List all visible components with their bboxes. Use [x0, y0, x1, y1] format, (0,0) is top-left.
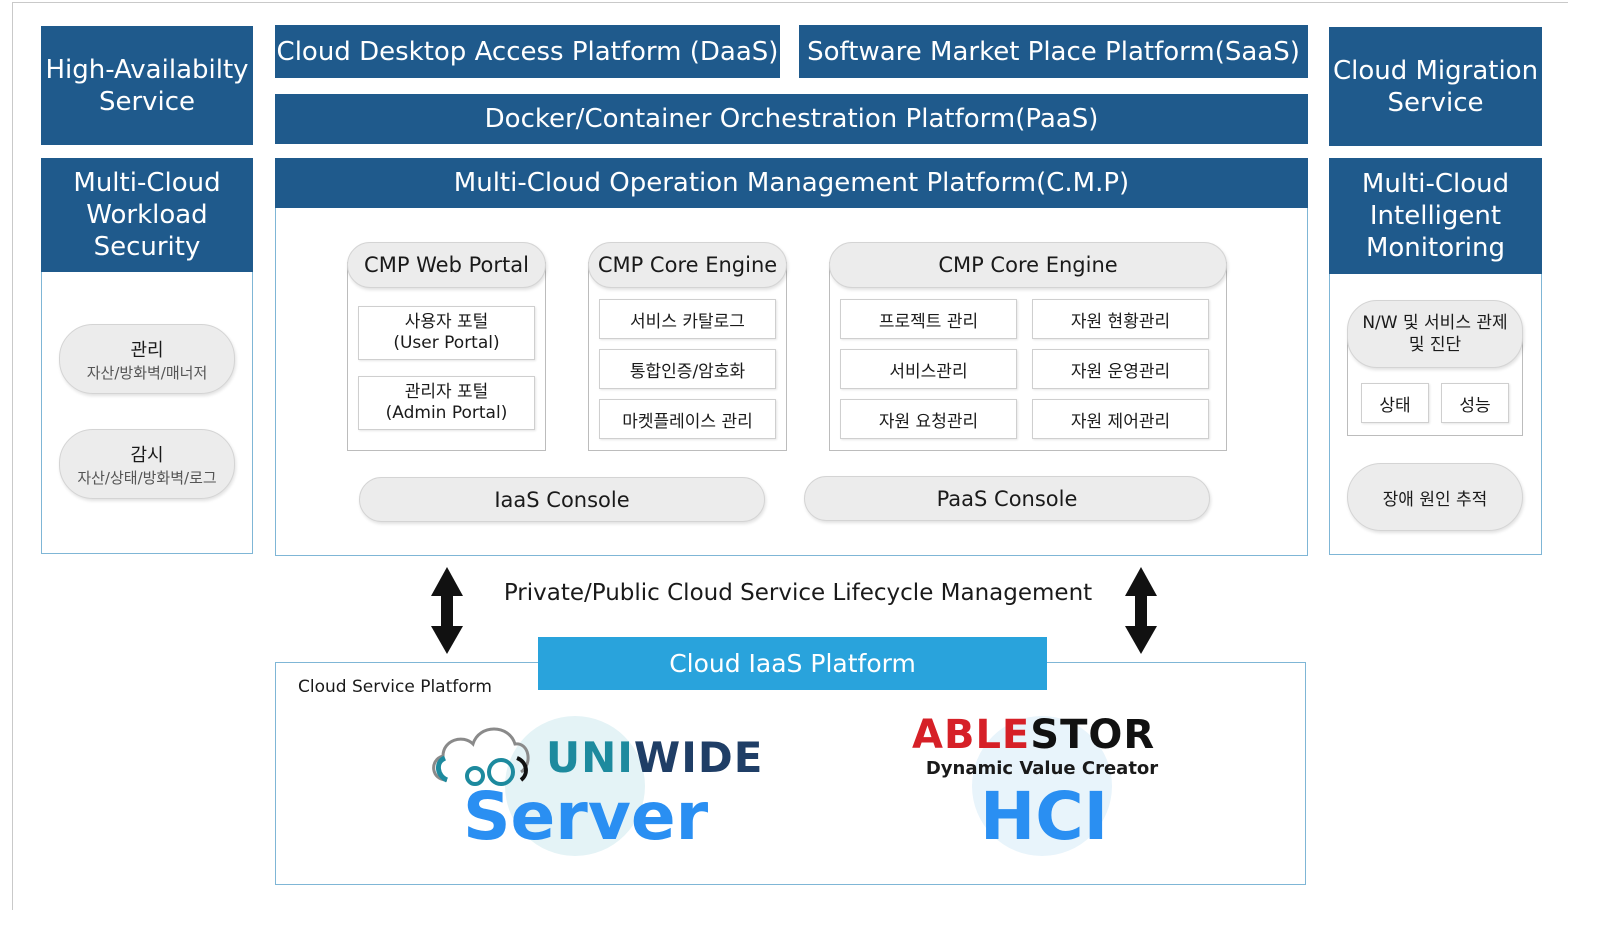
- uniwide-uni: UNI: [546, 733, 634, 782]
- resource-status-cell: 자원 현황관리: [1032, 299, 1209, 339]
- project-mgmt-cell: 프로젝트 관리: [840, 299, 1017, 339]
- paas-box: Docker/Container Orchestration Platform(…: [275, 94, 1308, 144]
- cmp-core-engine-2-title: CMP Core Engine: [829, 242, 1227, 288]
- cloud-service-platform-panel: [275, 662, 1306, 885]
- monitor-pill: 감시 자산/상태/방화벽/로그: [59, 429, 235, 499]
- hci-label: HCI: [980, 778, 1109, 855]
- resource-request-cell: 자원 요청관리: [840, 399, 1017, 439]
- uniwide-logo-text: UNIWIDE: [546, 733, 763, 782]
- fault-trace-pill: 장애 원인 추적: [1347, 463, 1523, 531]
- server-label: Server: [463, 778, 709, 855]
- iaas-platform-box: Cloud IaaS Platform: [538, 637, 1047, 690]
- diagram-frame: [12, 2, 1568, 910]
- manage-title: 관리: [130, 339, 164, 361]
- uniwide-glow: [505, 716, 645, 856]
- auth-encryption-cell: 통합인증/암호화: [599, 349, 776, 389]
- uniwide-wide: WIDE: [633, 733, 764, 782]
- marketplace-mgmt-cell: 마켓플레이스 관리: [599, 399, 776, 439]
- cmp-web-portal-title: CMP Web Portal: [347, 242, 546, 288]
- migration-service-box: Cloud Migration Service: [1329, 27, 1542, 146]
- ablestor-logo-text: ABLESTOR: [912, 712, 1155, 758]
- manage-pill: 관리 자산/방화벽/매너저: [59, 324, 235, 394]
- ha-service-box: High-Availabilty Service: [41, 26, 253, 145]
- paas-console-pill: PaaS Console: [804, 476, 1210, 521]
- status-cell: 상태: [1361, 383, 1429, 423]
- cmp-header: Multi-Cloud Operation Management Platfor…: [275, 158, 1308, 208]
- admin-portal-cell: 관리자 포털 (Admin Portal): [358, 376, 535, 430]
- cmp-core-engine-1-title: CMP Core Engine: [588, 242, 787, 288]
- nw-diagnosis-title: N/W 및 서비스 관제 및 진단: [1347, 300, 1523, 368]
- resource-ops-cell: 자원 운영관리: [1032, 349, 1209, 389]
- workload-security-header: Multi-Cloud Workload Security: [41, 158, 253, 272]
- cloud-service-platform-label: Cloud Service Platform: [298, 677, 492, 697]
- lifecycle-label: Private/Public Cloud Service Lifecycle M…: [503, 580, 1093, 606]
- saas-box: Software Market Place Platform(SaaS): [799, 25, 1308, 78]
- uniwide-cloud-icon: [432, 727, 530, 786]
- user-portal-cell: 사용자 포털 (User Portal): [358, 306, 535, 360]
- monitor-subtitle: 자산/상태/방화벽/로그: [77, 468, 217, 487]
- manage-subtitle: 자산/방화벽/매너저: [86, 363, 208, 382]
- performance-cell: 성능: [1441, 383, 1509, 423]
- resource-control-cell: 자원 제어관리: [1032, 399, 1209, 439]
- ablestor-able: ABLE: [912, 712, 1031, 758]
- daas-box: Cloud Desktop Access Platform (DaaS): [275, 25, 780, 78]
- service-mgmt-cell: 서비스관리: [840, 349, 1017, 389]
- ablestor-glow: [972, 716, 1112, 856]
- ablestor-tagline: Dynamic Value Creator: [925, 758, 1159, 779]
- intelligent-monitoring-header: Multi-Cloud Intelligent Monitoring: [1329, 158, 1542, 274]
- ablestor-stor: STOR: [1030, 712, 1156, 758]
- monitor-title: 감시: [130, 444, 164, 466]
- service-catalog-cell: 서비스 카탈로그: [599, 299, 776, 339]
- iaas-console-pill: IaaS Console: [359, 477, 765, 522]
